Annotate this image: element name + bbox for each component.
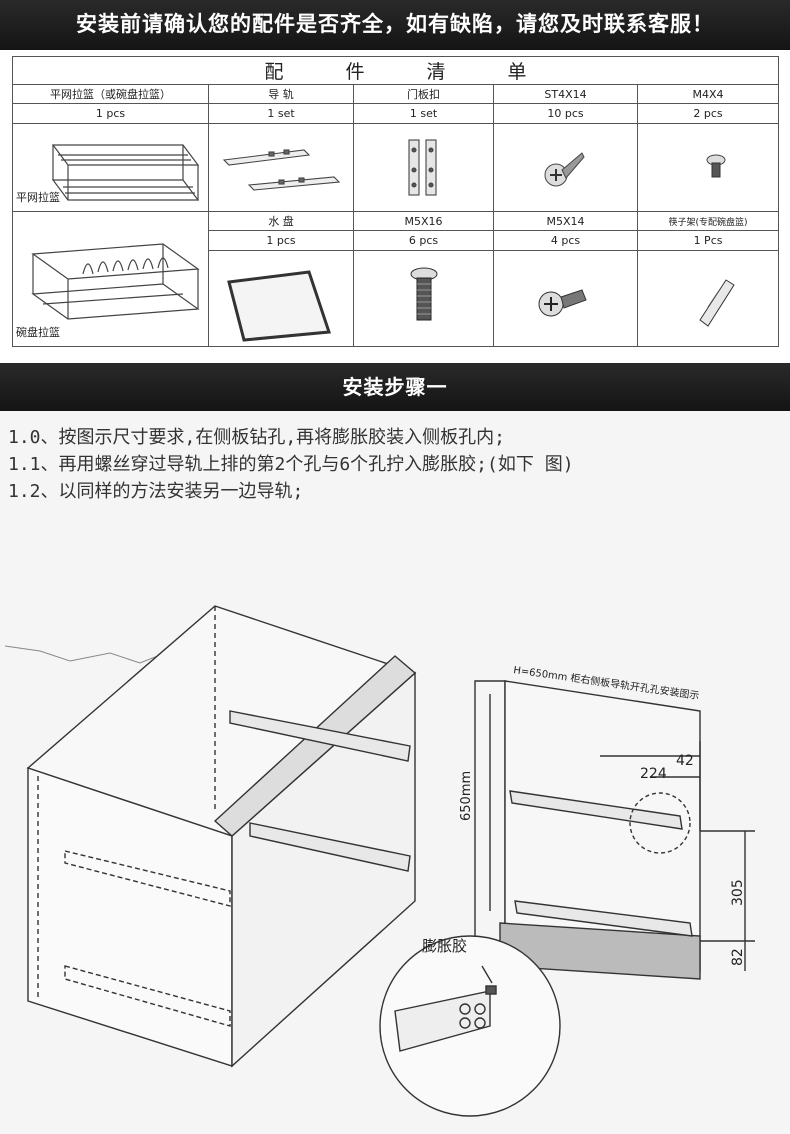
m5x14-screw-cell <box>493 250 638 347</box>
part-header-m4x4: M4X4 <box>636 84 780 104</box>
expansion-plug-callout: 膨胀胶 <box>422 937 467 955</box>
flat-basket-image <box>51 143 200 201</box>
part-header-water-tray: 水 盘 <box>208 211 354 231</box>
st4x14-screw-image <box>544 151 585 186</box>
part-qty: 6 pcs <box>353 230 494 251</box>
water-tray-cell <box>208 250 354 347</box>
part-header-door-clip: 门板扣 <box>353 84 494 104</box>
dim-42: 42 <box>676 753 694 769</box>
part-qty: 2 pcs <box>636 103 780 124</box>
part-header-m5x16: M5X16 <box>353 211 494 231</box>
top-banner: 安装前请确认您的配件是否齐全，如有缺陷，请您及时联系客服！ <box>0 0 790 50</box>
door-clip-image <box>408 138 437 196</box>
installation-diagram: H=650mm 柜右侧板导轨开孔孔安装图示 650mm 224 42 305 8… <box>4 605 755 1117</box>
part-header-st4x14: ST4X14 <box>493 84 638 104</box>
m4x4-screw-cell <box>636 123 780 212</box>
part-qty: 4 pcs <box>493 230 638 251</box>
part-qty: 1 Pcs <box>636 230 780 251</box>
flat-basket-cell: 平网拉篮 <box>12 123 209 212</box>
height-label: 650mm <box>459 771 474 821</box>
rail-cell <box>208 123 354 212</box>
m5x16-screw-cell <box>353 250 494 347</box>
step-banner: 安装步骤一 <box>0 363 790 411</box>
step-1-1: 1.1、再用螺丝穿过导轨上排的第2个孔与6个孔拧入膨胀胶;(如下 图) <box>8 454 574 475</box>
parts-table: 配件清单 平网拉篮（或碗盘拉篮） 导 轨 门板扣 ST4X14 M4X4 1 p… <box>11 56 780 347</box>
step-instructions: 1.0、按图示尺寸要求,在侧板钻孔,再将膨胀胶装入侧板孔内; 1.1、再用螺丝穿… <box>8 424 778 505</box>
step-1-2: 1.2、以同样的方法安装另一边导轨; <box>8 481 304 502</box>
parts-table-title: 配件清单 <box>11 56 780 85</box>
water-tray-image <box>227 269 332 342</box>
part-qty: 10 pcs <box>493 103 638 124</box>
part-header-basket: 平网拉篮（或碗盘拉篮） <box>12 84 209 104</box>
flat-basket-caption: 平网拉篮 <box>16 191 60 204</box>
m5x16-screw-image <box>410 267 438 320</box>
part-qty: 1 set <box>208 103 354 124</box>
step-1-0: 1.0、按图示尺寸要求,在侧板钻孔,再将膨胀胶装入侧板孔内; <box>8 427 506 448</box>
dish-basket-image <box>31 243 200 320</box>
dim-305: 305 <box>730 879 746 906</box>
dim-82: 82 <box>730 948 746 966</box>
dish-basket-caption: 碗盘拉篮 <box>16 326 60 339</box>
chopstick-rack-cell <box>636 250 780 347</box>
part-header-chopstick-rack: 筷子架(专配碗盘篮) <box>636 211 780 231</box>
parts-list-section: 配件清单 平网拉篮（或碗盘拉篮） 导 轨 门板扣 ST4X14 M4X4 1 p… <box>0 50 790 363</box>
part-qty: 1 pcs <box>12 103 209 124</box>
part-header-m5x14: M5X14 <box>493 211 638 231</box>
part-qty: 1 set <box>353 103 494 124</box>
st4x14-screw-cell <box>493 123 638 212</box>
m4x4-screw-image <box>706 154 726 177</box>
dish-basket-cell: 碗盘拉篮 <box>12 211 209 347</box>
dim-224: 224 <box>640 766 667 782</box>
door-clip-cell <box>353 123 494 212</box>
installation-diagram-area: H=650mm 柜右侧板导轨开孔孔安装图示 650mm 224 42 305 8… <box>0 411 790 1134</box>
rail-image <box>222 148 341 191</box>
part-qty: 1 pcs <box>208 230 354 251</box>
part-header-rail: 导 轨 <box>208 84 354 104</box>
m5x14-screw-image <box>538 288 587 316</box>
chopstick-rack-image <box>699 278 735 327</box>
